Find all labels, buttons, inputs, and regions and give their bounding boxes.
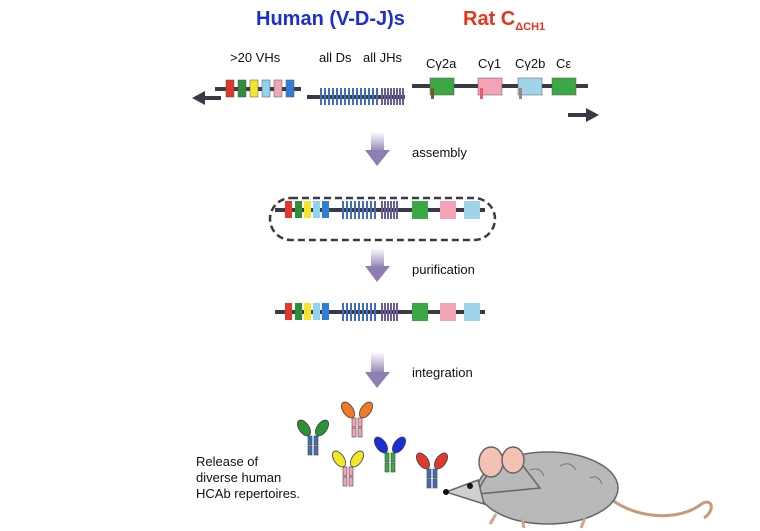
segment-stripe	[366, 201, 368, 219]
cg1-label: Cγ1	[478, 56, 502, 71]
human-dj-locus	[307, 88, 405, 105]
purified-construct	[275, 303, 485, 321]
integration-step-label: integration	[412, 365, 473, 380]
purification-step-label: purification	[412, 262, 475, 277]
caption-line-2: diverse human	[196, 470, 282, 485]
segment-stripe	[393, 303, 395, 321]
segment-stripe	[336, 88, 338, 105]
segment-stripe	[346, 303, 348, 321]
segment-stripe	[396, 303, 398, 321]
segment-stripe	[358, 303, 360, 321]
segment-stripe	[399, 88, 401, 105]
segment-stripe	[366, 303, 368, 321]
ds-label: all Ds	[319, 50, 352, 65]
caption-line-1: Release of	[196, 454, 259, 469]
j-segments	[381, 88, 404, 105]
segment-stripe	[381, 88, 383, 105]
segment-stripe	[387, 88, 389, 105]
rat-title-main: Rat C	[463, 8, 516, 30]
release-caption: Release of diverse human HCAb repertoire…	[196, 454, 300, 502]
segment-stripe	[384, 88, 386, 105]
d-segments	[342, 201, 376, 219]
segment-stripe	[354, 303, 356, 321]
left-arrow-icon	[192, 91, 221, 105]
segment-stripe	[381, 201, 383, 219]
human-v-locus	[215, 79, 301, 98]
j-segments	[381, 201, 398, 219]
antibody-icon	[341, 401, 373, 438]
segment-stripe	[387, 201, 389, 219]
segment-stripe	[348, 88, 350, 105]
rat-constant-title: Rat CΔCH1	[463, 8, 545, 33]
antibody-icon	[332, 450, 364, 487]
segment-stripe	[320, 88, 322, 105]
segment-stripe	[396, 201, 398, 219]
segment-stripe	[390, 303, 392, 321]
segment-stripe	[393, 201, 395, 219]
segment-stripe	[368, 88, 370, 105]
mouse-icon	[443, 446, 713, 529]
down-arrow-icon	[365, 352, 390, 388]
antibody-icon	[297, 419, 329, 456]
segment-stripe	[360, 88, 362, 105]
vh-label: >20 VHs	[230, 50, 281, 65]
segment-stripe	[324, 88, 326, 105]
cg2b-label: Cγ2b	[515, 56, 546, 71]
caption-line-3: HCAb repertoires.	[196, 486, 301, 501]
d-segments	[320, 88, 378, 105]
segment-stripe	[358, 201, 360, 219]
jhs-label: all JHs	[363, 50, 403, 65]
segment-stripe	[346, 201, 348, 219]
segment-stripe	[384, 201, 386, 219]
assembled-construct	[268, 196, 497, 242]
segment-stripe	[396, 88, 398, 105]
segment-stripe	[350, 201, 352, 219]
segment-stripe	[362, 303, 364, 321]
segment-stripe	[384, 303, 386, 321]
j-segments	[381, 303, 398, 321]
segment-stripe	[381, 303, 383, 321]
segment-stripe	[402, 88, 404, 105]
rat-constant-locus	[412, 77, 588, 99]
segment-stripe	[332, 88, 334, 105]
down-arrow-icon	[365, 248, 390, 282]
segment-stripe	[374, 201, 376, 219]
segment-stripe	[387, 303, 389, 321]
segment-stripe	[354, 201, 356, 219]
down-arrow-icon	[365, 132, 390, 166]
segment-stripe	[370, 201, 372, 219]
antibody-icon	[416, 452, 448, 489]
d-segments	[342, 303, 376, 321]
ce-label: Cε	[556, 56, 572, 71]
segment-stripe	[342, 303, 344, 321]
segment-stripe	[376, 88, 378, 105]
segment-stripe	[390, 201, 392, 219]
segment-stripe	[370, 303, 372, 321]
segment-stripe	[362, 201, 364, 219]
segment-stripe	[356, 88, 358, 105]
cg2a-label: Cγ2a	[426, 56, 457, 71]
antibody-icon	[374, 436, 406, 473]
segment-stripe	[350, 303, 352, 321]
segment-stripe	[352, 88, 354, 105]
segment-stripe	[342, 201, 344, 219]
segment-stripe	[372, 88, 374, 105]
segment-stripe	[393, 88, 395, 105]
antibodies	[297, 401, 448, 489]
segment-stripe	[390, 88, 392, 105]
segment-stripe	[364, 88, 366, 105]
assembly-step-label: assembly	[412, 145, 467, 160]
segment-stripe	[328, 88, 330, 105]
segment-stripe	[344, 88, 346, 105]
segment-stripe	[340, 88, 342, 105]
right-arrow-icon	[568, 108, 599, 122]
rat-title-sub: ΔCH1	[515, 21, 546, 33]
segment-stripe	[374, 303, 376, 321]
human-vdj-title: Human (V-D-J)s	[256, 8, 405, 30]
